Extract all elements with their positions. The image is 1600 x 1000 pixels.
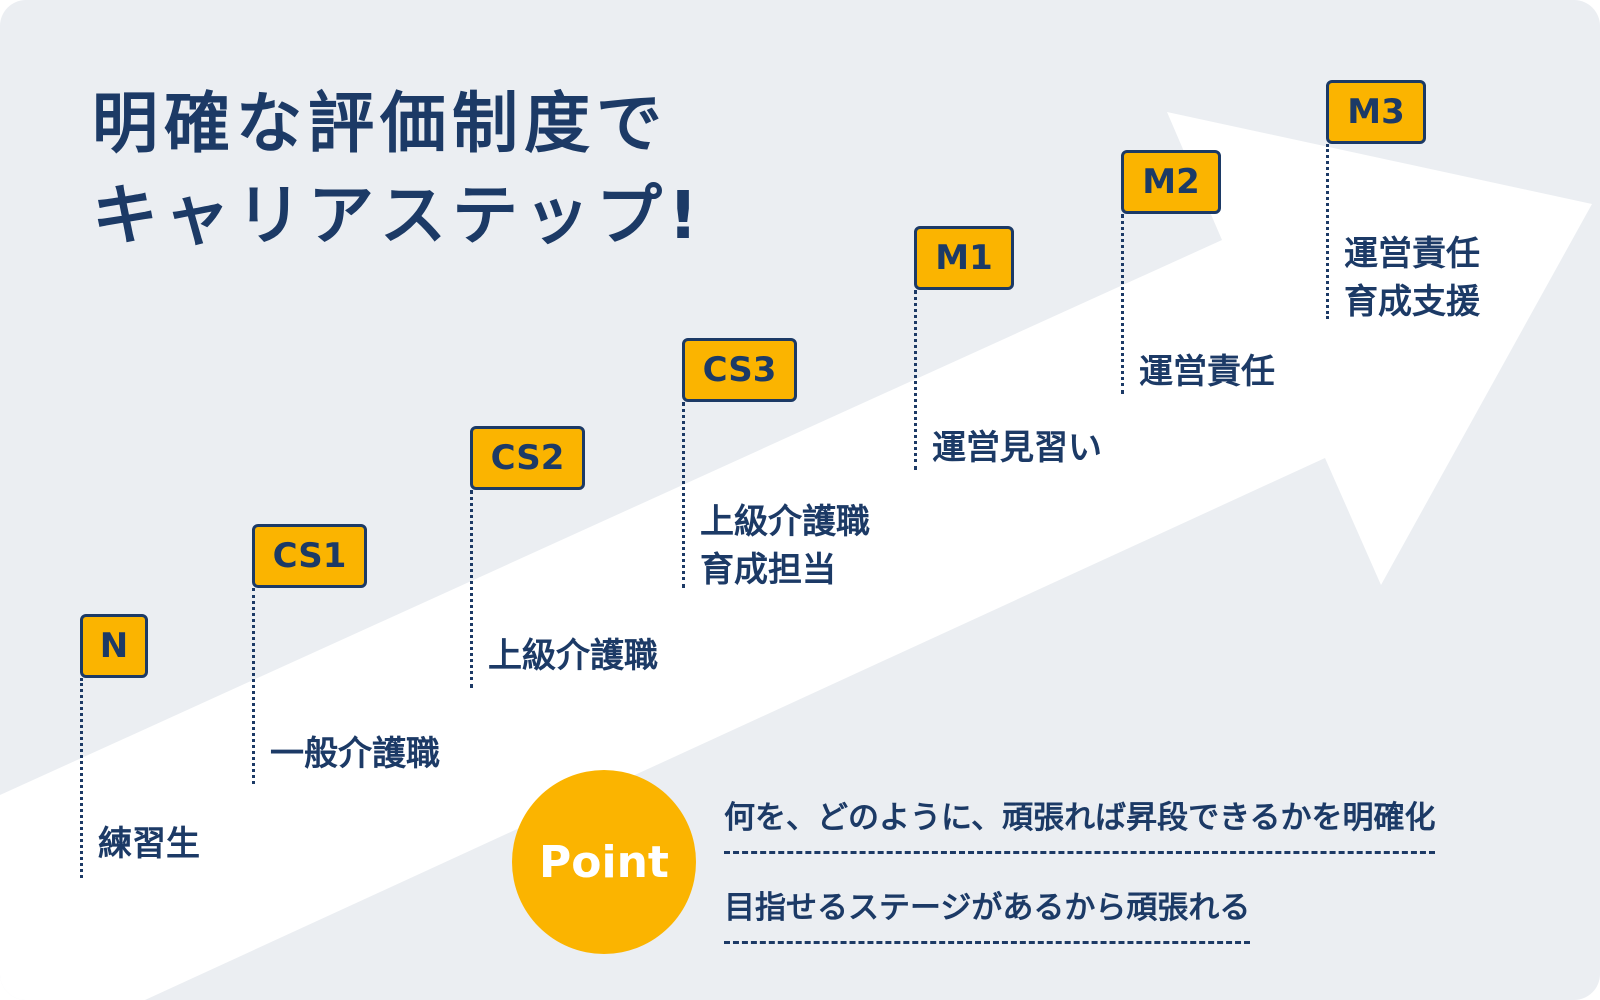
step-pole xyxy=(914,290,917,470)
step-badge: CS1 xyxy=(252,524,367,588)
step-description: 一般介護職 xyxy=(270,730,440,778)
step-pole xyxy=(682,402,685,588)
step-pole xyxy=(1326,144,1329,319)
step-badge: M2 xyxy=(1121,150,1221,214)
title-line-1: 明確な評価制度で xyxy=(92,85,668,162)
step-pole xyxy=(1121,214,1124,394)
step-badge: CS2 xyxy=(470,426,585,490)
point-badge: Point xyxy=(512,770,696,954)
step-description-line: 育成支援 xyxy=(1344,282,1480,322)
step-pole xyxy=(252,588,255,784)
main-title: 明確な評価制度で キャリアステップ! xyxy=(92,78,704,262)
title-line-2: キャリアステップ! xyxy=(92,177,705,254)
step-description-line: 練習生 xyxy=(98,824,200,864)
step-description-line: 運営責任 xyxy=(1344,234,1480,274)
point-item: 目指せるステージがあるから頑張れる xyxy=(724,882,1251,944)
step-description: 上級介護職 育成担当 xyxy=(700,498,870,594)
step-description-line: 上級介護職 xyxy=(700,502,870,542)
step-description-line: 運営見習い xyxy=(932,428,1102,468)
step-badge: M1 xyxy=(914,226,1014,290)
step-description-line: 運営責任 xyxy=(1139,352,1275,392)
step-description: 練習生 xyxy=(98,820,200,868)
step-badge: N xyxy=(80,614,148,678)
step-description-line: 育成担当 xyxy=(700,550,836,590)
step-description: 運営責任 育成支援 xyxy=(1344,230,1480,326)
step-description: 上級介護職 xyxy=(488,632,658,680)
step-pole xyxy=(470,490,473,688)
step-description-line: 一般介護職 xyxy=(270,734,440,774)
step-description: 運営見習い xyxy=(932,424,1102,472)
step-description: 運営責任 xyxy=(1139,348,1275,396)
point-item: 何を、どのように、頑張れば昇段できるかを明確化 xyxy=(724,792,1436,854)
step-description-line: 上級介護職 xyxy=(488,636,658,676)
step-pole xyxy=(80,678,83,878)
step-badge: M3 xyxy=(1326,80,1426,144)
step-badge: CS3 xyxy=(682,338,797,402)
